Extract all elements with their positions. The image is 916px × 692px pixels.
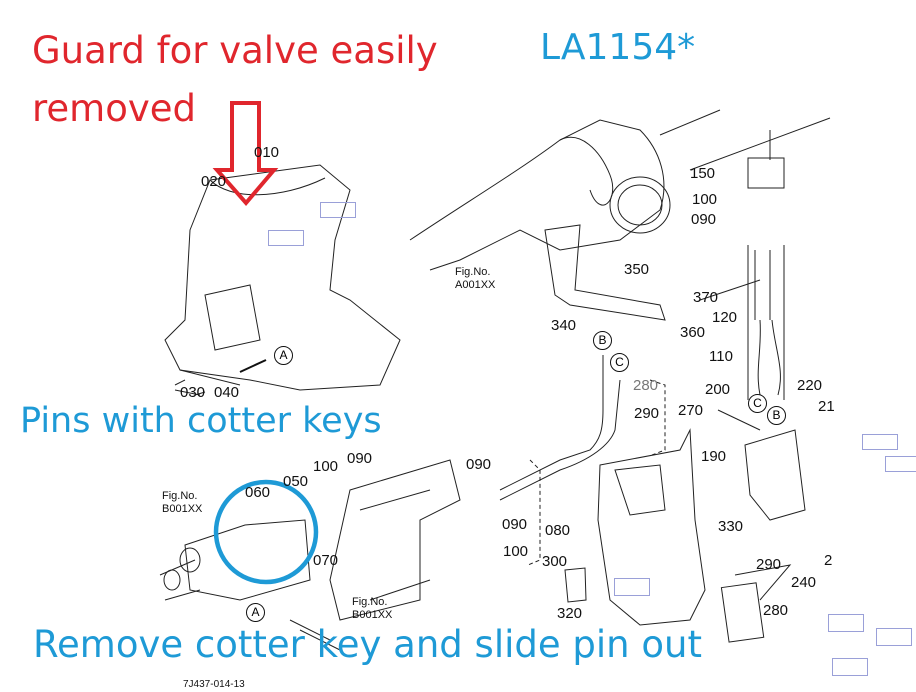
fig-ref-b001-bottom: Fig.No.B001XX <box>352 596 393 621</box>
part-330: 330 <box>718 518 744 535</box>
overlay-box <box>876 628 912 646</box>
callout-a: A <box>274 346 293 365</box>
part-100-lower: 100 <box>503 543 529 560</box>
part-290-upper: 290 <box>634 405 660 422</box>
part-340: 340 <box>551 317 577 334</box>
part-050: 050 <box>283 473 309 490</box>
overlay-box <box>885 456 916 472</box>
annotation-guard: Guard for valve easily <box>32 29 438 72</box>
part-020: 020 <box>201 173 227 190</box>
part-270: 270 <box>678 402 704 419</box>
part-030: 030 <box>180 384 206 401</box>
annotation-pins: Pins with cotter keys <box>20 401 382 441</box>
part-090-lower: 090 <box>502 516 528 533</box>
overlay-box <box>268 230 304 246</box>
part-290: 290 <box>756 556 782 573</box>
red-down-arrow-icon <box>212 101 279 207</box>
part-090: 090 <box>691 211 717 228</box>
part-2: 2 <box>824 552 833 569</box>
part-090-cable: 090 <box>466 456 492 473</box>
part-080: 080 <box>545 522 571 539</box>
model-number: LA1154* <box>540 27 696 68</box>
callout-b-right: B <box>767 406 786 425</box>
part-150: 150 <box>690 165 716 182</box>
part-240: 240 <box>791 574 817 591</box>
callout-a-bottom: A <box>246 603 265 622</box>
part-370: 370 <box>693 289 719 306</box>
overlay-box <box>862 434 898 450</box>
part-350: 350 <box>624 261 650 278</box>
fig-ref-b001-left: Fig.No.B001XX <box>162 490 203 515</box>
overlay-box <box>614 578 650 596</box>
part-280: 280 <box>763 602 789 619</box>
part-100: 100 <box>692 191 718 208</box>
part-010: 010 <box>254 144 280 161</box>
part-090-valve: 090 <box>347 450 373 467</box>
callout-c-right: C <box>748 394 767 413</box>
part-110: 110 <box>709 348 733 365</box>
part-320: 320 <box>557 605 583 622</box>
overlay-box <box>832 658 868 676</box>
part-040: 040 <box>214 384 240 401</box>
overlay-box <box>320 202 356 218</box>
part-070: 070 <box>313 552 339 569</box>
part-280-upper: 280 <box>633 377 659 394</box>
part-120: 120 <box>712 309 738 326</box>
part-060: 060 <box>245 484 271 501</box>
overlay-box <box>828 614 864 632</box>
callout-b: B <box>593 331 612 350</box>
drawing-code: 7J437-014-13 <box>183 679 245 690</box>
part-100-valve: 100 <box>313 458 339 475</box>
highlight-circle <box>213 479 319 585</box>
part-300: 300 <box>542 553 568 570</box>
arrow-icon <box>239 359 267 373</box>
part-360: 360 <box>680 324 706 341</box>
annotation-guard-removed: removed <box>32 87 196 130</box>
part-220: 220 <box>797 377 823 394</box>
part-190: 190 <box>701 448 727 465</box>
part-21: 21 <box>818 398 835 415</box>
part-200: 200 <box>705 381 731 398</box>
callout-c: C <box>610 353 629 372</box>
annotation-remove-pin: Remove cotter key and slide pin out <box>33 623 702 666</box>
fig-ref-a001: Fig.No.A001XX <box>455 266 496 291</box>
